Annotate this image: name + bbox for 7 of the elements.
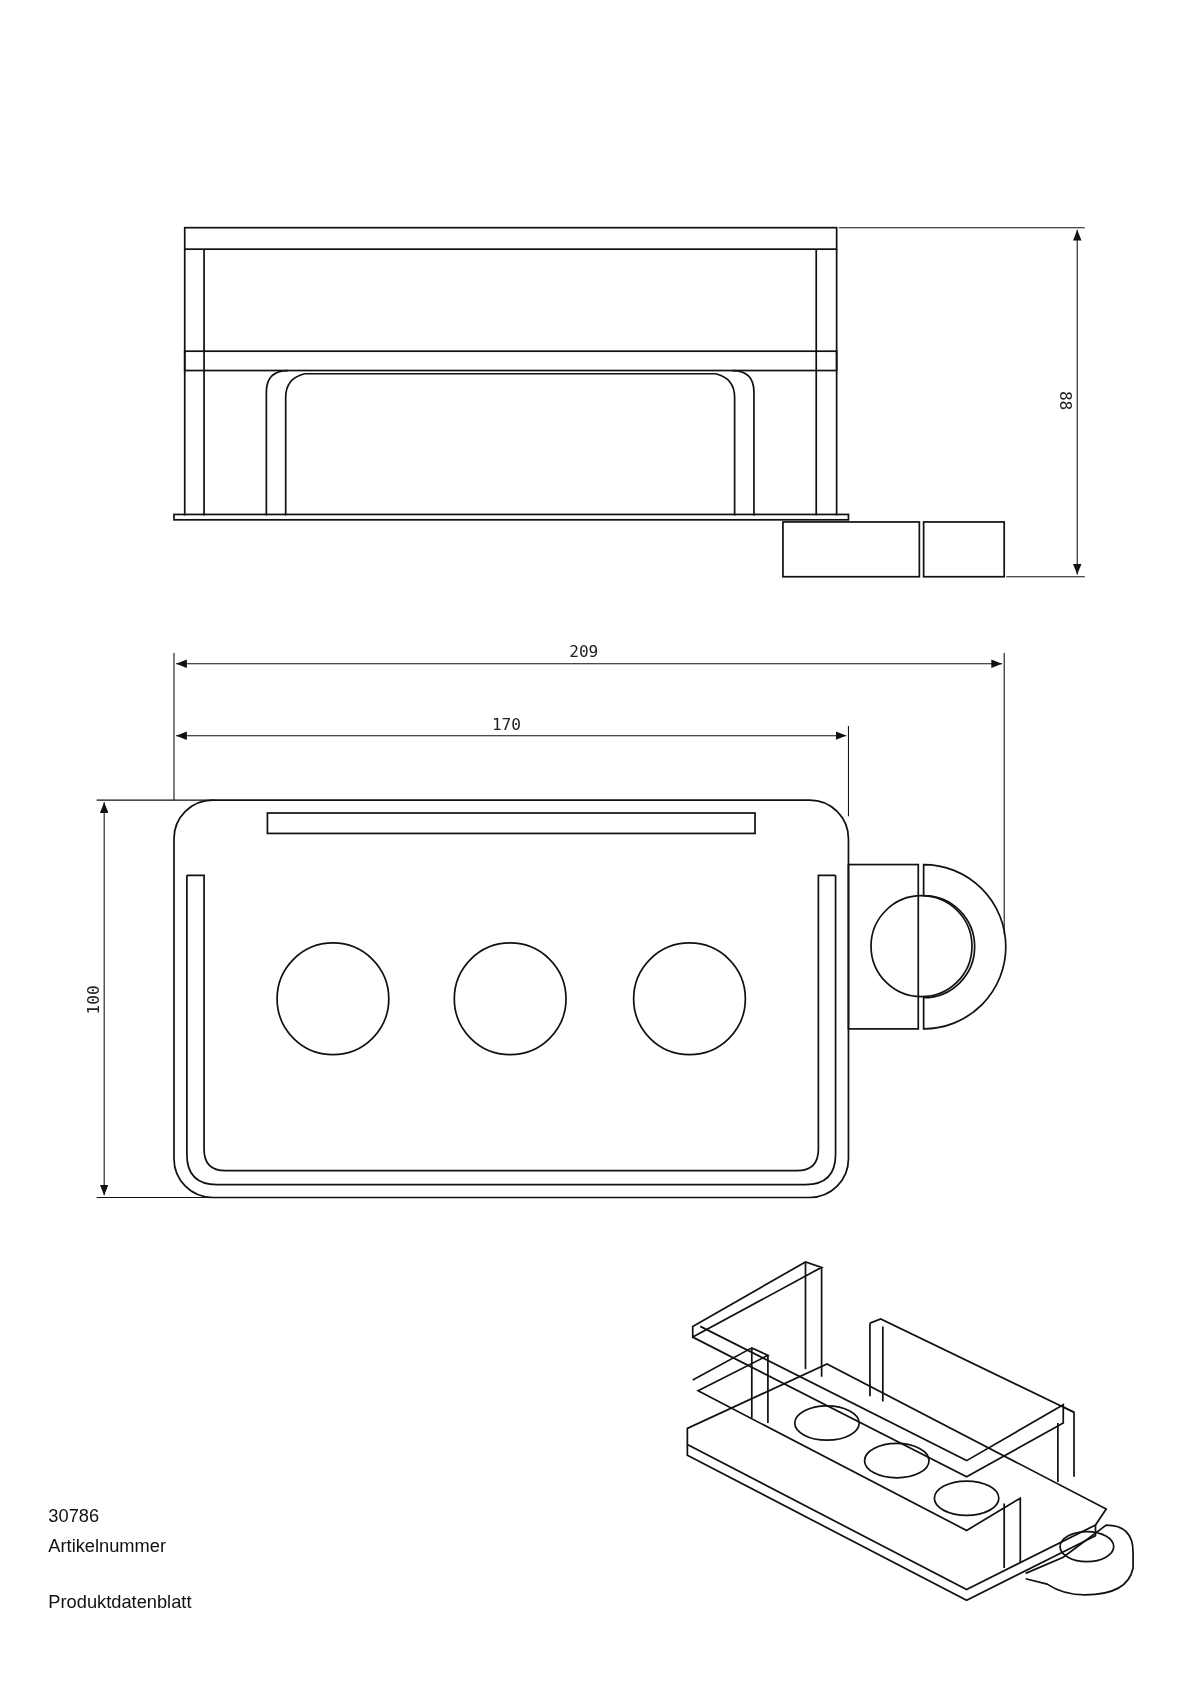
caption-text: Artikelnummer	[48, 1535, 167, 1558]
article-number: 30786	[48, 1505, 100, 1528]
heading-text: Produktdatenblatt	[48, 1591, 192, 1614]
dimension-label: 209	[569, 642, 599, 662]
dimension-label: 88	[1055, 390, 1076, 411]
dimension-label: 170	[491, 715, 521, 735]
dimension-label: 100	[84, 985, 104, 1015]
